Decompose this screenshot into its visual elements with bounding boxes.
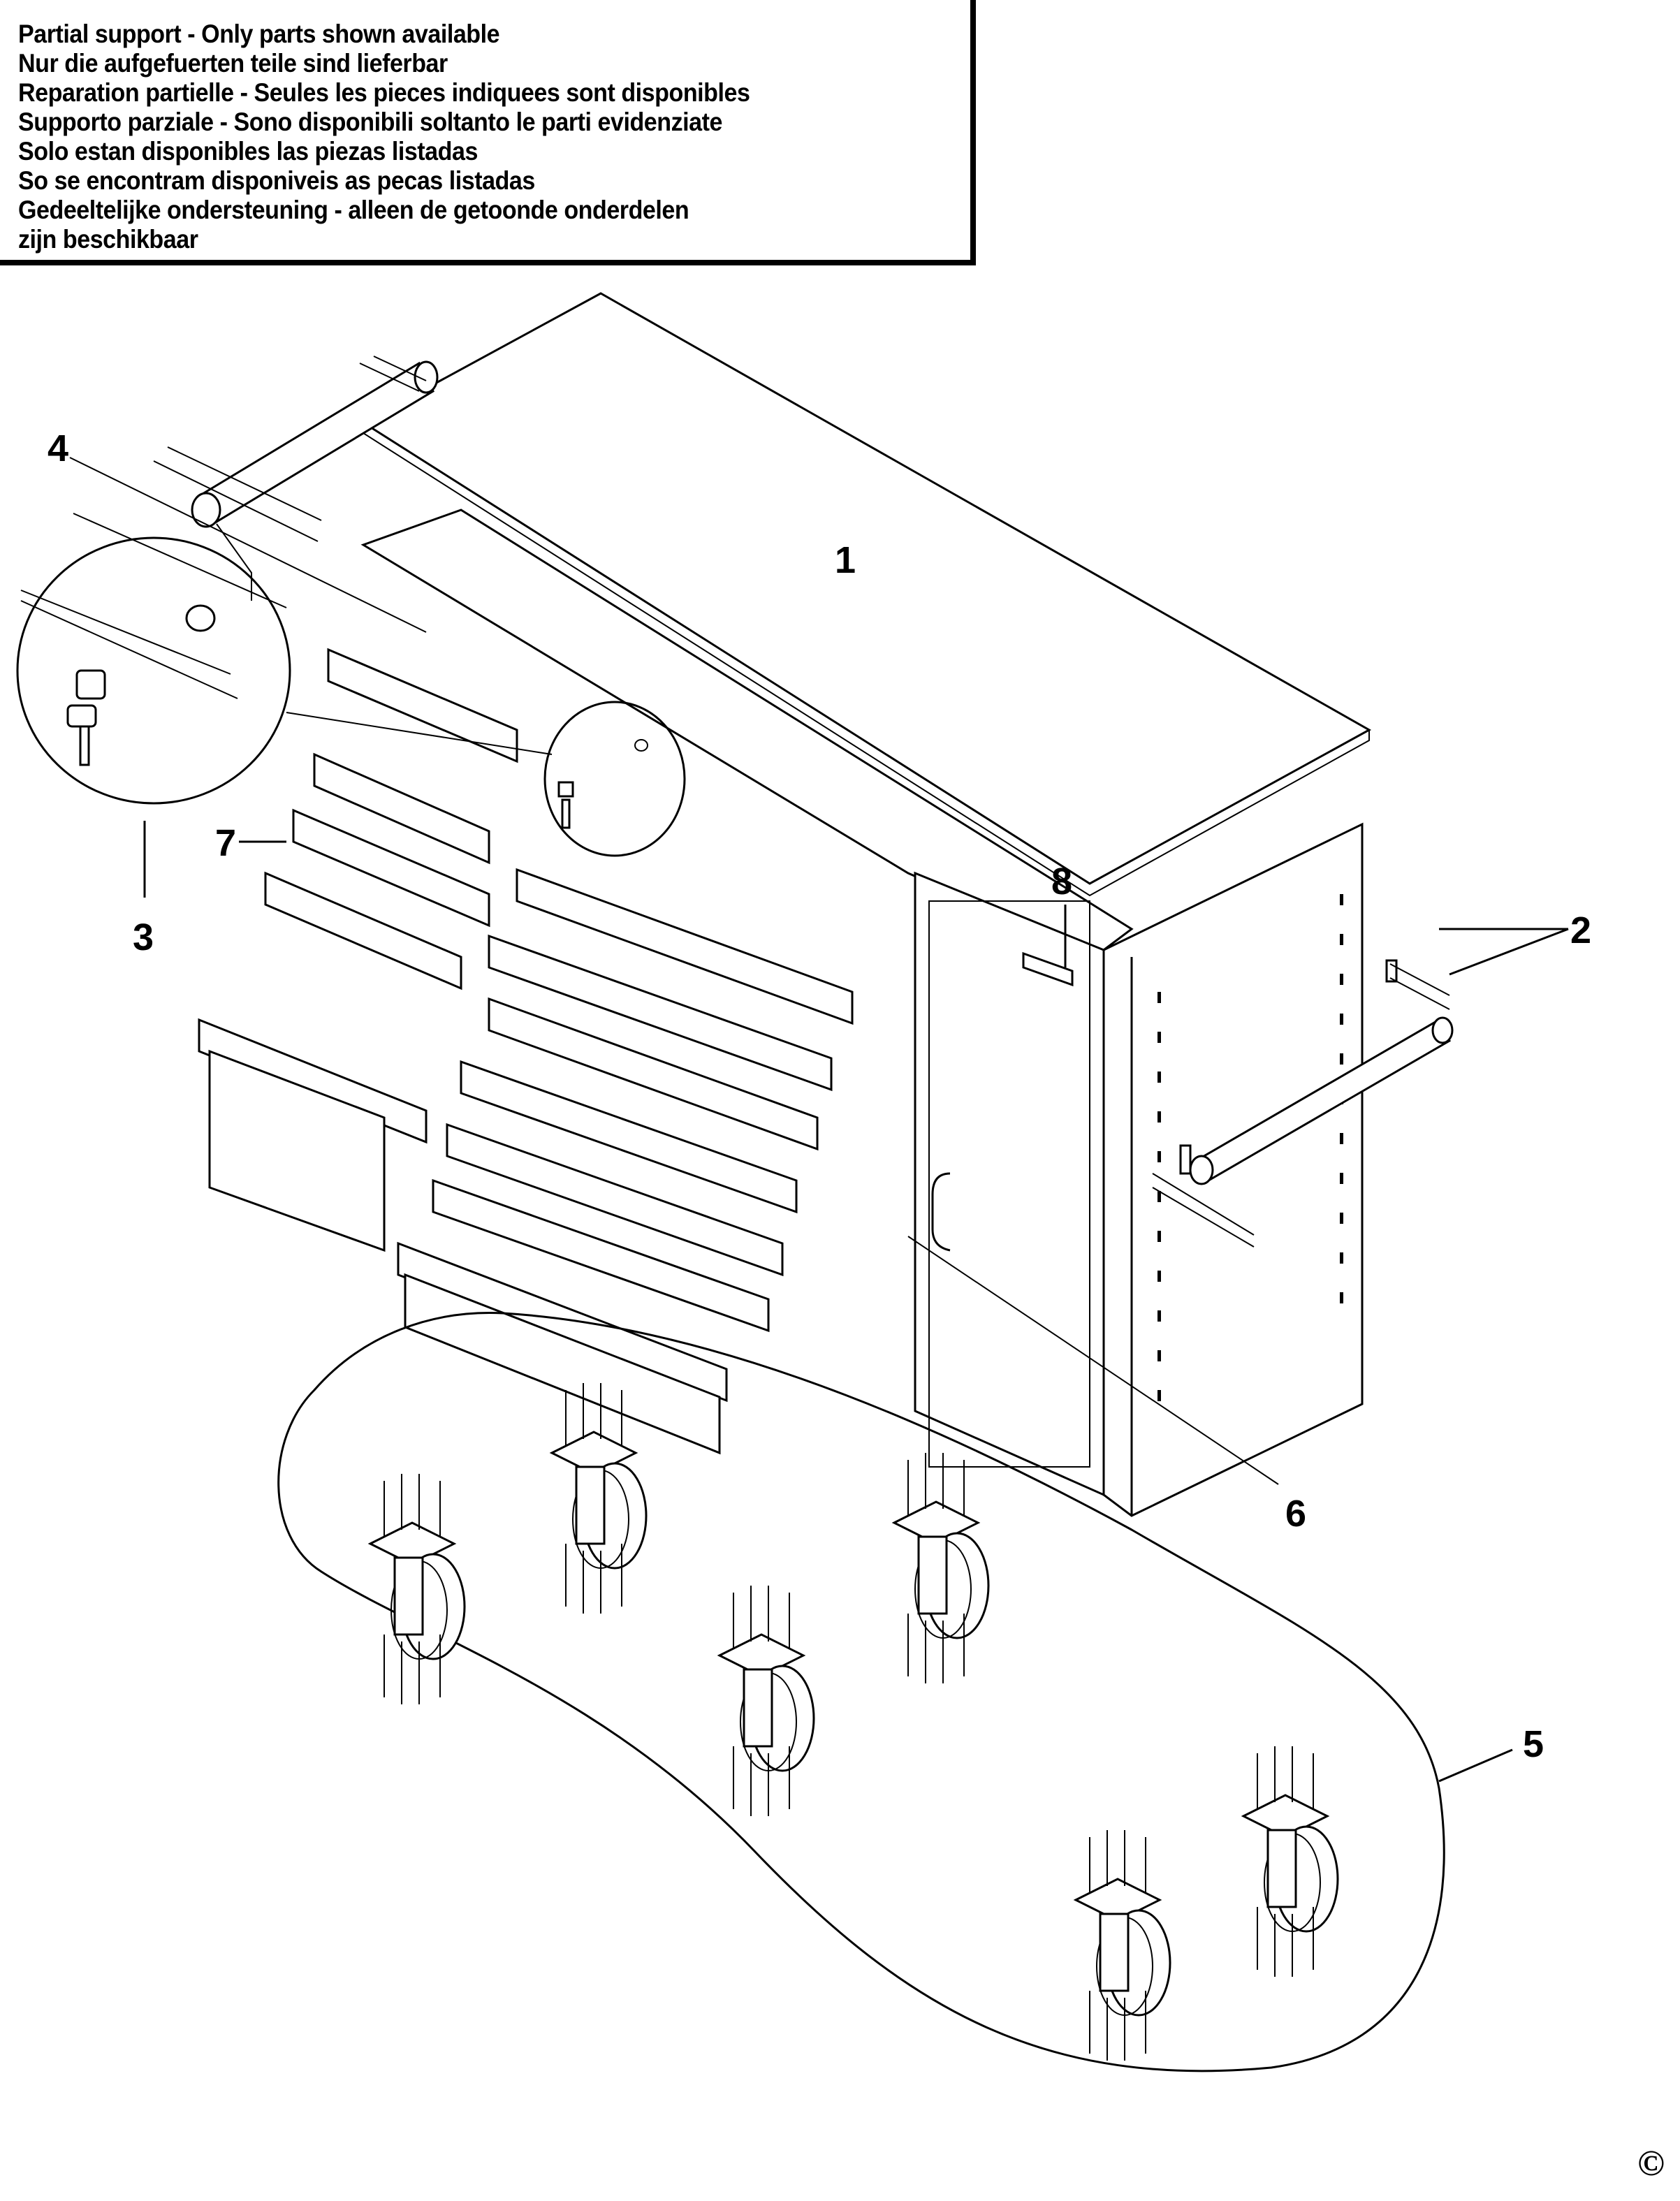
drawer-stack-center[interactable] xyxy=(397,868,854,1455)
castor-wheel xyxy=(1073,1830,1171,2061)
callout-3: 3 xyxy=(133,916,154,958)
side-slot xyxy=(1157,1151,1161,1162)
callout-4: 4 xyxy=(48,427,68,469)
side-slot xyxy=(1340,1133,1343,1144)
door-handle-icon xyxy=(931,1172,951,1252)
notice-line-es: Solo estan disponibles las piezas listad… xyxy=(18,137,478,166)
side-slot xyxy=(1340,1292,1343,1303)
copyright-symbol: © xyxy=(1637,2144,1665,2184)
leader-2b xyxy=(1449,928,1569,976)
side-slots: decorative xyxy=(1157,894,1343,1401)
side-slot xyxy=(1157,1231,1161,1242)
callout-2: 2 xyxy=(1570,909,1591,951)
notice-line-de: Nur die aufgefuerten teile sind lieferba… xyxy=(18,49,448,78)
badge-plate xyxy=(1022,951,1074,987)
side-handle-left[interactable] xyxy=(153,356,439,601)
side-slot xyxy=(1340,894,1343,905)
cabinet-body xyxy=(360,509,1364,1517)
side-slot xyxy=(1340,934,1343,945)
side-slot xyxy=(1157,1271,1161,1282)
side-slot xyxy=(1157,992,1161,1003)
castor-wheel xyxy=(717,1586,815,1816)
side-slot xyxy=(1340,1173,1343,1184)
notice-line-nl-cont: zijn beschikbaar xyxy=(18,225,198,254)
side-slot xyxy=(1340,1252,1343,1264)
callout-labels: 1 2 3 4 5 6 7 8 xyxy=(48,427,1591,1765)
callout-8: 8 xyxy=(1051,861,1072,902)
side-slot xyxy=(1157,1350,1161,1361)
castor-wheel xyxy=(1241,1746,1339,1977)
castor-wheel xyxy=(549,1383,648,1614)
side-handle-right[interactable] xyxy=(1152,959,1454,1248)
side-slot xyxy=(1340,1014,1343,1025)
castor-set-outline[interactable] xyxy=(277,1312,1445,2072)
leader-lines xyxy=(69,457,1569,1783)
side-slot xyxy=(1157,1032,1161,1043)
side-slot xyxy=(1157,1072,1161,1083)
notice-line-fr: Reparation partielle - Seules les pieces… xyxy=(18,78,750,107)
side-slot xyxy=(1340,974,1343,985)
side-slot xyxy=(1340,1053,1343,1065)
side-slot xyxy=(1157,1390,1161,1401)
callout-5: 5 xyxy=(1523,1723,1544,1765)
callout-6: 6 xyxy=(1285,1493,1306,1535)
callout-7: 7 xyxy=(215,822,236,864)
castor-wheel xyxy=(367,1474,466,1704)
notice-line-nl: Gedeeltelijke ondersteuning - alleen de … xyxy=(18,196,689,224)
castor-wheels[interactable] xyxy=(367,1383,1339,2061)
partial-support-notice: Partial support - Only parts shown avail… xyxy=(0,0,976,265)
notice-line-it: Supporto parziale - Sono disponibili sol… xyxy=(18,108,722,136)
notice-line-en: Partial support - Only parts shown avail… xyxy=(18,20,500,48)
side-slot xyxy=(1157,1310,1161,1322)
leader-6 xyxy=(907,1236,1279,1485)
lock-detail-circle[interactable] xyxy=(16,513,686,857)
leader-5 xyxy=(1438,1748,1513,1783)
notice-line-pt: So se encontram disponiveis as pecas lis… xyxy=(18,166,535,195)
drawer-stack-left[interactable] xyxy=(198,648,518,1252)
callout-1: 1 xyxy=(835,539,856,581)
side-slot xyxy=(1157,1191,1161,1202)
castor-wheel xyxy=(891,1453,990,1683)
leader-4 xyxy=(69,457,427,633)
side-slot xyxy=(1157,1111,1161,1123)
side-slot xyxy=(1340,1213,1343,1224)
